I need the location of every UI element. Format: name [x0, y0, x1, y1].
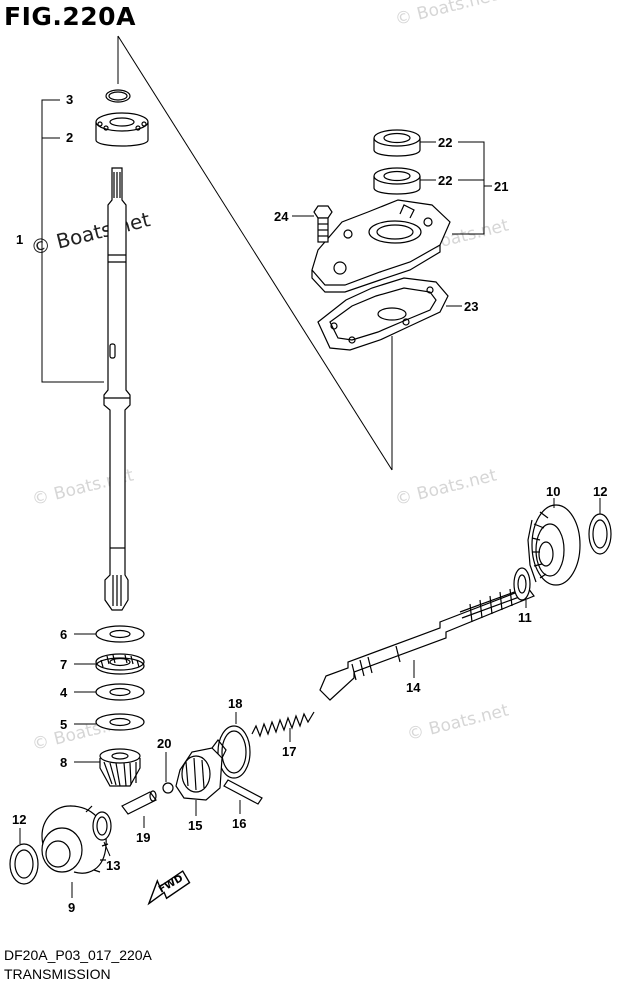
shim[interactable] — [588, 513, 612, 555]
callout-number: 22 — [438, 173, 452, 188]
bolt[interactable] — [313, 205, 333, 243]
oil-seal[interactable] — [373, 167, 421, 195]
propeller-shaft[interactable] — [319, 587, 535, 701]
callout-number: 17 — [282, 744, 296, 759]
callout-number: 10 — [546, 484, 560, 499]
bevel-gear-forward[interactable] — [527, 504, 581, 586]
retaining-ring[interactable] — [217, 725, 251, 779]
callout-number: 1 — [16, 232, 23, 247]
callout-number: 4 — [60, 685, 68, 700]
drive-shaft[interactable] — [103, 167, 131, 611]
callout-number: 20 — [157, 736, 171, 751]
figure-title: FIG.220A — [4, 2, 136, 31]
callout-number: 13 — [106, 858, 120, 873]
callout-number: 15 — [188, 818, 202, 833]
spring[interactable] — [251, 711, 315, 738]
shim[interactable] — [9, 843, 39, 885]
callout-number: 12 — [12, 812, 26, 827]
callout-number: 9 — [68, 900, 75, 915]
oil-seal[interactable] — [373, 129, 421, 157]
callout-number: 11 — [518, 610, 532, 625]
cross-pin[interactable] — [223, 779, 263, 805]
clutch-dog[interactable] — [175, 739, 227, 801]
push-pin[interactable] — [162, 782, 174, 794]
gasket[interactable] — [317, 277, 449, 351]
thrust-washer[interactable] — [513, 567, 531, 601]
figure-code: DF20A_P03_017_220A — [4, 947, 152, 963]
callout-number: 2 — [66, 130, 73, 145]
callout-number: 18 — [228, 696, 242, 711]
pump-case[interactable] — [311, 199, 451, 293]
callout-number: 23 — [464, 299, 478, 314]
callout-number: 6 — [60, 627, 67, 642]
figure-name: TRANSMISSION — [4, 966, 111, 982]
thrust-washer[interactable] — [92, 811, 112, 841]
shift-pin[interactable] — [121, 790, 157, 815]
thrust-washer[interactable] — [95, 683, 145, 701]
callout-number: 5 — [60, 717, 67, 732]
callout-number: 16 — [232, 816, 246, 831]
bearing[interactable] — [95, 112, 149, 147]
callout-number: 19 — [136, 830, 150, 845]
callout-number: 24 — [274, 209, 289, 224]
thrust-bearing[interactable] — [95, 653, 145, 675]
fwd-arrow: FWD — [147, 870, 191, 906]
callout-number: 22 — [438, 135, 452, 150]
callout-number: 8 — [60, 755, 67, 770]
callout-number: 3 — [66, 92, 73, 107]
callout-number: 14 — [406, 680, 421, 695]
callout-number: 7 — [60, 657, 67, 672]
pinion-gear[interactable] — [99, 748, 141, 787]
shim[interactable] — [95, 625, 145, 643]
shim[interactable] — [95, 713, 145, 731]
circlip[interactable] — [105, 89, 131, 103]
callout-number: 12 — [593, 484, 607, 499]
callout-number: 21 — [494, 179, 508, 194]
